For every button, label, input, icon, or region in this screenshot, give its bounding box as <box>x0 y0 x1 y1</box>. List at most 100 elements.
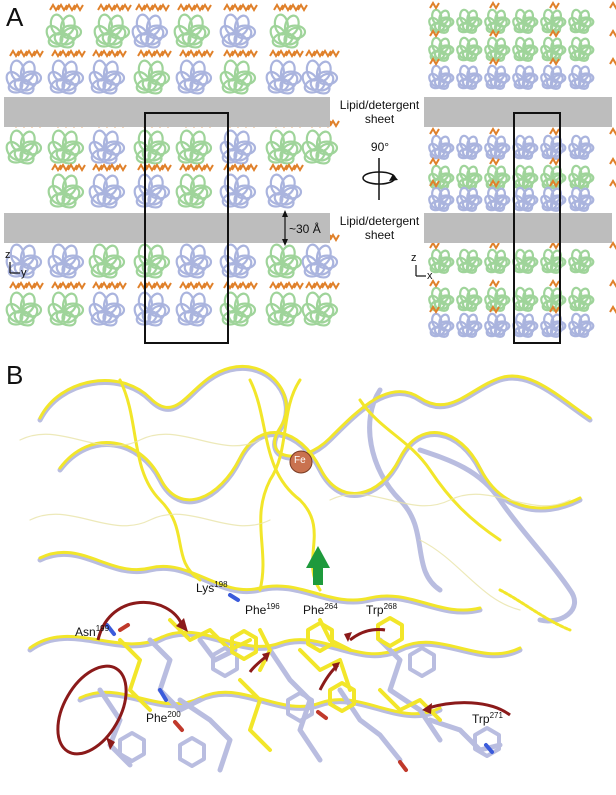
lipid-molecule <box>59 163 70 172</box>
lipid-molecule <box>177 3 188 12</box>
protein-molecule <box>301 129 339 165</box>
lipid-molecule <box>161 281 172 290</box>
protein-molecule <box>456 36 483 62</box>
protein-molecule <box>540 64 567 90</box>
residue-asn199: Asn199 <box>75 624 110 639</box>
residue-phe196: Phe196 <box>245 602 280 617</box>
protein-molecule <box>540 36 567 62</box>
protein-molecule <box>219 13 257 49</box>
lipid-molecule <box>297 3 308 12</box>
protein-molecule <box>484 312 511 338</box>
protein-molecule <box>428 312 455 338</box>
protein-molecule <box>133 243 171 279</box>
lipid-molecule <box>179 281 190 290</box>
lipid-molecule <box>9 281 20 290</box>
lipid-molecule <box>231 163 242 172</box>
rotation-icon <box>362 158 398 200</box>
lipid-molecule <box>201 3 212 12</box>
lipid-molecule <box>51 163 62 172</box>
lipid-molecule <box>489 179 500 188</box>
lipid-molecule <box>187 281 198 290</box>
lipid-molecule <box>285 49 296 58</box>
lipid-molecule <box>489 1 500 10</box>
lipid-molecule <box>609 127 616 136</box>
protein-molecule <box>88 243 126 279</box>
protein-molecule <box>93 13 131 49</box>
lipid-molecule <box>269 49 280 58</box>
lipid-molecule <box>609 57 616 66</box>
lipid-molecule <box>239 163 250 172</box>
lipid-molecule <box>489 29 500 38</box>
protein-molecule <box>175 243 213 279</box>
protein-molecule <box>219 129 257 165</box>
lipid-molecule <box>100 163 111 172</box>
lipid-molecule <box>429 1 440 10</box>
lipid-molecule <box>429 57 440 66</box>
lipid-molecule <box>329 49 340 58</box>
lipid-molecule <box>549 157 560 166</box>
lipid-molecule <box>145 281 156 290</box>
lipid-molecule <box>277 49 288 58</box>
protein-molecule <box>88 59 126 95</box>
lipid-molecule <box>429 179 440 188</box>
protein-molecule <box>219 59 257 95</box>
lipid-sheet-right-lower <box>424 213 612 243</box>
panel-b-letter: B <box>6 360 24 390</box>
lipid-molecule <box>231 3 242 12</box>
protein-molecule <box>175 291 213 327</box>
protein-molecule <box>512 134 539 160</box>
protein-molecule <box>133 173 171 209</box>
lipid-molecule <box>277 163 288 172</box>
protein-molecule <box>456 286 483 312</box>
lipid-molecule <box>195 49 206 58</box>
protein-molecule <box>456 312 483 338</box>
protein-molecule <box>301 243 339 279</box>
lipid-molecule <box>159 3 170 12</box>
lipid-molecule <box>609 29 616 38</box>
protein-molecule <box>5 129 43 165</box>
lipid-molecule <box>293 49 304 58</box>
protein-molecule <box>47 59 85 95</box>
lipid-molecule <box>285 281 296 290</box>
lipid-molecule <box>549 279 560 288</box>
protein-molecule <box>265 129 303 165</box>
lipid-molecule <box>151 3 162 12</box>
protein-molecule <box>219 291 257 327</box>
lipid-molecule <box>247 281 258 290</box>
protein-molecule <box>484 186 511 212</box>
lipid-molecule <box>25 281 36 290</box>
lipid-molecule <box>187 163 198 172</box>
protein-molecule <box>265 59 303 95</box>
protein-molecule <box>568 312 595 338</box>
residue-phe264: Phe264 <box>303 602 338 617</box>
lipid-molecule <box>247 49 258 58</box>
protein-molecule <box>428 248 455 274</box>
protein-molecule <box>568 248 595 274</box>
axis-left-y: y <box>21 267 27 279</box>
lipid-molecule <box>116 163 127 172</box>
lipid-molecule <box>57 3 68 12</box>
fe-atom <box>289 450 313 474</box>
lipid-molecule <box>293 163 304 172</box>
lipid-molecule <box>203 163 214 172</box>
lipid-molecule <box>429 279 440 288</box>
lipid-molecule <box>185 3 196 12</box>
lipid-molecule <box>108 49 119 58</box>
lipid-molecule <box>549 305 560 314</box>
lipid-molecule <box>223 3 234 12</box>
protein-molecule <box>484 134 511 160</box>
unit-box-left <box>144 112 229 344</box>
protein-molecule <box>484 286 511 312</box>
protein-molecule <box>173 13 211 49</box>
protein-molecule <box>568 64 595 90</box>
lipid-molecule <box>51 49 62 58</box>
lipid-molecule <box>223 49 234 58</box>
protein-molecule <box>456 8 483 34</box>
protein-molecule <box>484 36 511 62</box>
lipid-molecule <box>75 281 86 290</box>
lipid-molecule <box>203 49 214 58</box>
protein-molecule <box>568 8 595 34</box>
protein-molecule <box>428 64 455 90</box>
